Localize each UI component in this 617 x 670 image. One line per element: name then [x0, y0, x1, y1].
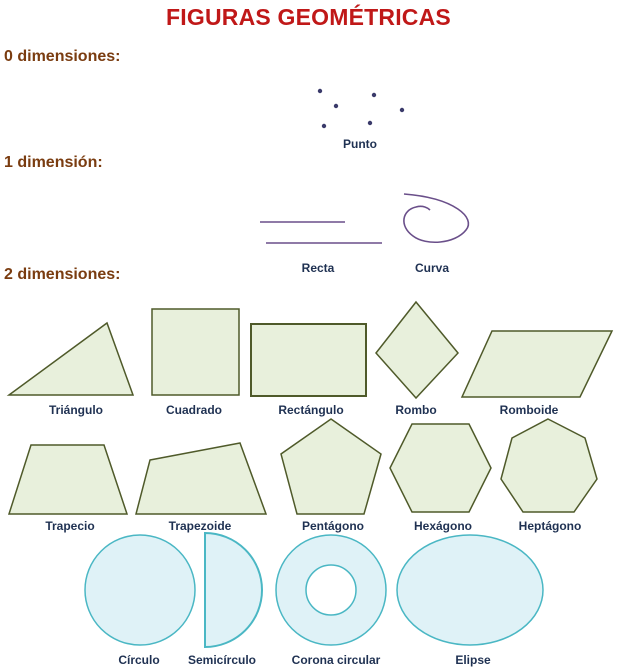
triangle-shape: [6, 321, 135, 396]
points-figure: [317, 88, 405, 129]
label-recta: Recta: [301, 261, 335, 275]
point: [321, 123, 327, 129]
square-shape: [151, 308, 240, 396]
circle-shape: [84, 534, 196, 646]
label-elipse: Elipse: [455, 653, 491, 667]
point: [371, 92, 377, 98]
curve-figure: [403, 193, 470, 243]
point: [317, 88, 323, 94]
hexagon-shape: [389, 423, 492, 513]
page-title: FIGURAS GEOMÉTRICAS: [166, 4, 451, 30]
section-0-dimensions: 0 dimensiones:: [4, 48, 121, 65]
heptagon-shape: [500, 418, 598, 513]
label-heptagono: Heptágono: [518, 519, 582, 533]
label-rectangulo: Rectángulo: [278, 403, 344, 417]
section-1-dimension: 1 dimensión:: [4, 154, 103, 171]
ellipse-shape: [396, 534, 544, 646]
label-trapecio: Trapecio: [45, 519, 95, 533]
point: [399, 107, 405, 113]
label-trapezoide: Trapezoide: [168, 519, 232, 533]
label-semicirculo: Semicírculo: [187, 653, 257, 667]
semicircle-shape: [204, 531, 263, 649]
label-corona: Corona circular: [291, 653, 381, 667]
rhomboid-shape: [460, 330, 614, 398]
annulus-hole: [305, 564, 357, 616]
pentagon-shape: [280, 418, 382, 515]
trapezium-shape: [135, 442, 268, 515]
label-punto: Punto: [343, 137, 377, 151]
label-circulo: Círculo: [118, 653, 160, 667]
label-rombo: Rombo: [395, 403, 437, 417]
section-2-dimensions: 2 dimensiones:: [4, 266, 121, 283]
trapezoid-shape: [7, 444, 129, 515]
label-cuadrado: Cuadrado: [165, 403, 223, 417]
label-hexagono: Hexágono: [413, 519, 473, 533]
point: [333, 103, 339, 109]
straight-lines-figure: [260, 221, 382, 244]
rectangle-shape: [250, 323, 367, 397]
label-curva: Curva: [414, 261, 450, 275]
label-triangulo: Triángulo: [49, 403, 103, 417]
label-pentagono: Pentágono: [302, 519, 364, 533]
point: [367, 120, 373, 126]
label-romboide: Romboide: [499, 403, 559, 417]
rhombus-shape: [375, 300, 459, 400]
